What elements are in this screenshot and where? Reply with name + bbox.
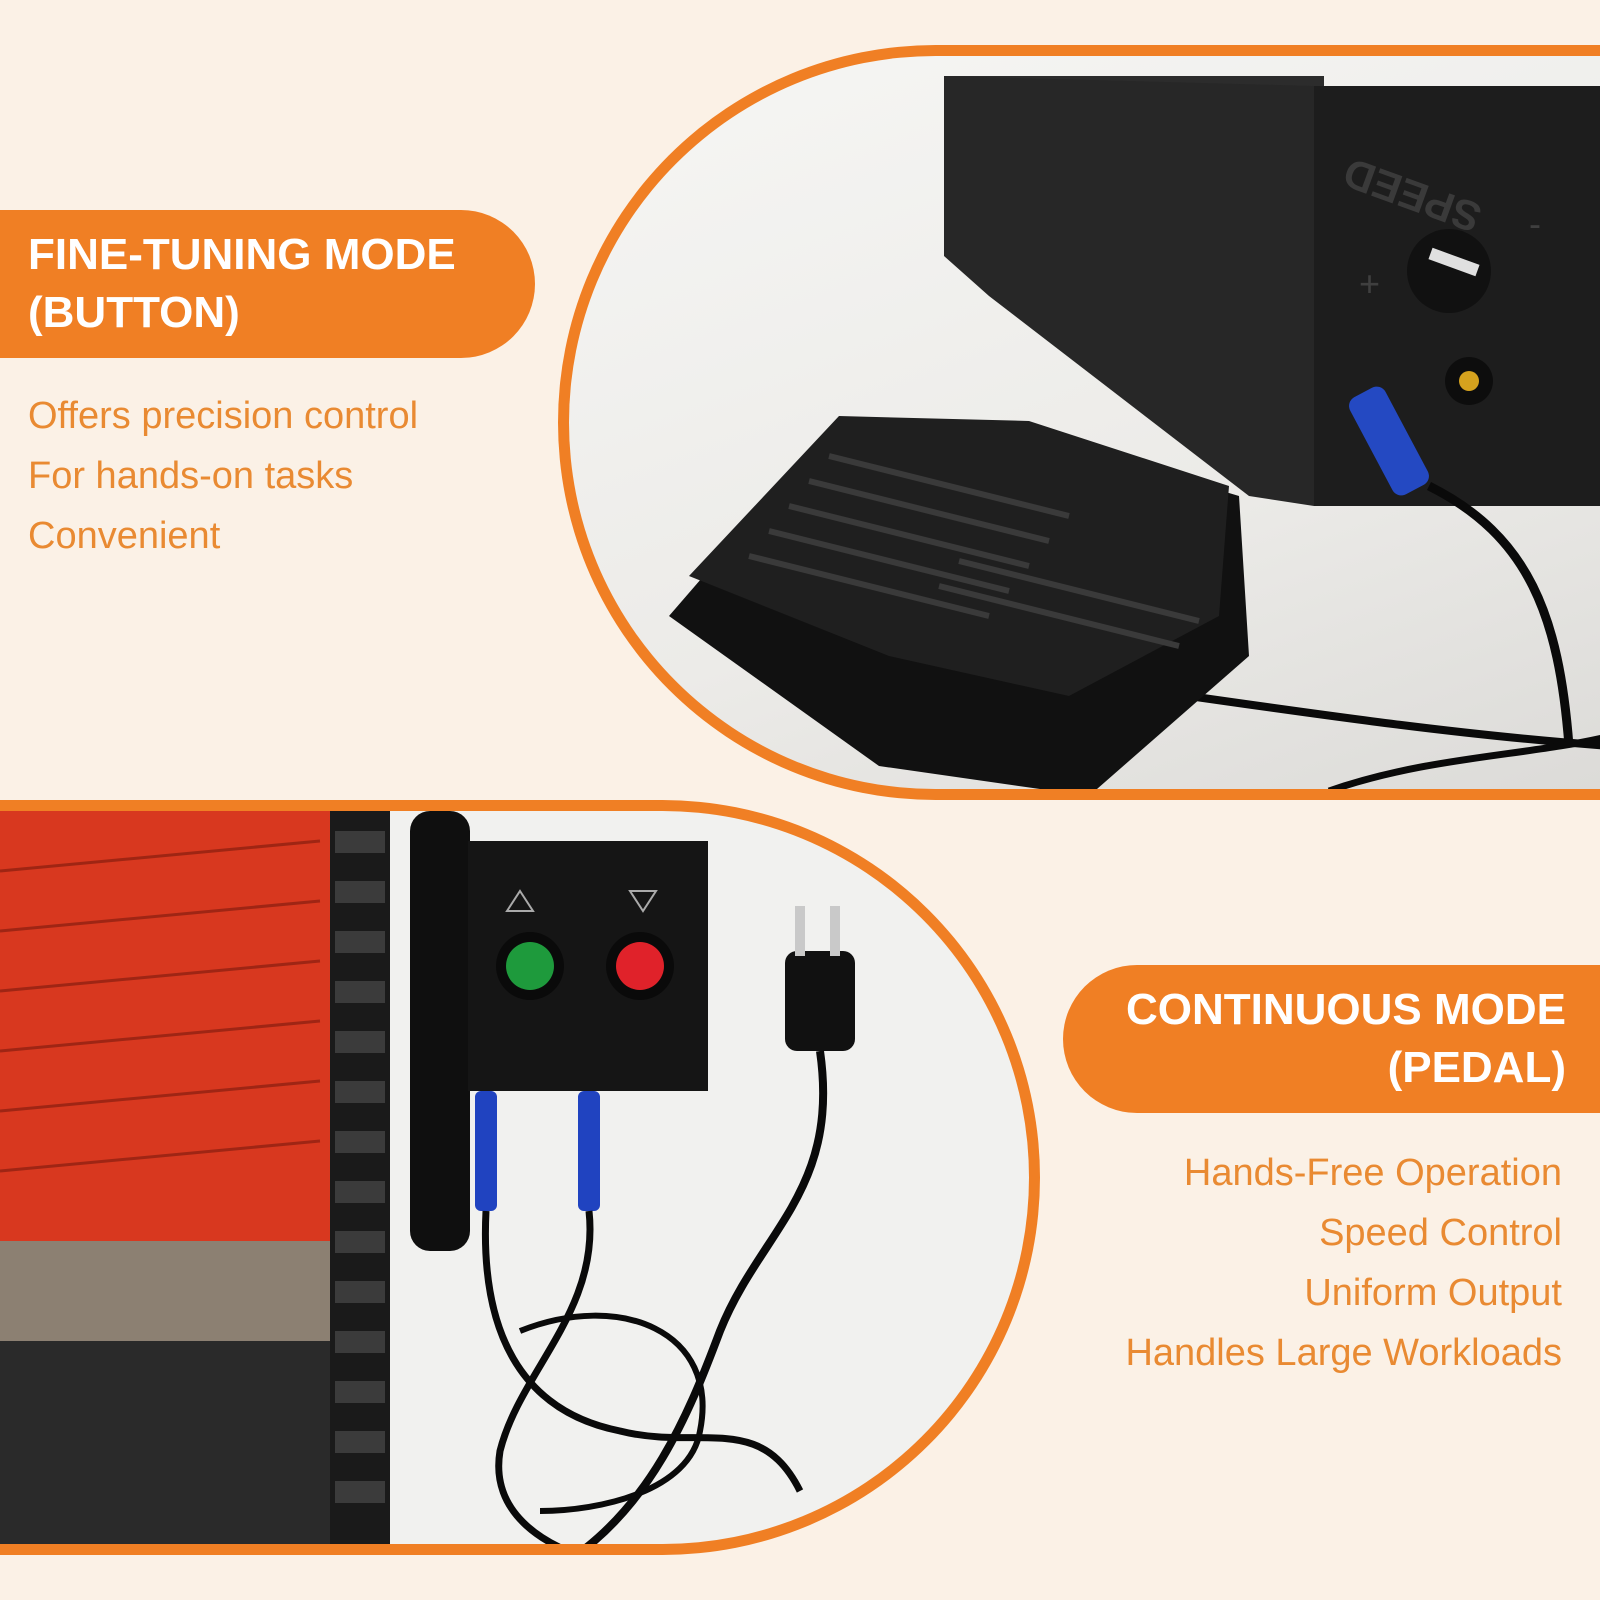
pedal-cable-2 <box>1188 692 1600 750</box>
blue-plug-left-icon <box>475 1091 497 1211</box>
continuous-subtitle: (PEDAL) <box>1387 1043 1566 1092</box>
side-plate <box>410 811 470 1251</box>
pedal-photo-panel: SPEED + - <box>558 45 1600 800</box>
knob-indicator <box>1428 247 1480 277</box>
down-arrow-icon <box>628 890 658 913</box>
pedal-photo: SPEED + - <box>669 76 1600 789</box>
lower-drum <box>0 1341 330 1544</box>
feature-item: Uniform Output <box>1304 1272 1562 1314</box>
button-cable-3 <box>518 1312 706 1514</box>
plug-prong-right <box>830 906 840 956</box>
continuous-features: Hands-Free Operation Speed Control Unifo… <box>1125 1143 1562 1383</box>
feature-item: Convenient <box>28 515 221 557</box>
button-cable-1 <box>481 1210 804 1493</box>
pedal-cable <box>1426 481 1574 747</box>
fine-tuning-title: FINE-TUNING MODE <box>28 230 456 279</box>
feature-item: Speed Control <box>1319 1212 1562 1254</box>
fiber-band <box>0 1241 330 1341</box>
blue-plug-right-icon <box>578 1091 600 1211</box>
continuous-mode-badge: CONTINUOUS MODE (PEDAL) <box>1063 965 1600 1113</box>
button-photo <box>0 811 855 1544</box>
fine-tuning-mode-badge: FINE-TUNING MODE (BUTTON) <box>0 210 535 358</box>
continuous-title: CONTINUOUS MODE <box>1126 985 1566 1034</box>
feature-item: Handles Large Workloads <box>1125 1332 1562 1374</box>
pedal-cable-3 <box>1327 734 1600 789</box>
drum-texture <box>0 839 321 1173</box>
up-arrow-icon <box>505 889 535 912</box>
feature-item: Offers precision control <box>28 395 419 437</box>
pedal-ridges <box>748 453 1200 649</box>
plus-label: + <box>1359 263 1380 304</box>
gear-teeth <box>335 831 385 1503</box>
control-box-side <box>944 76 1314 506</box>
button-cable-2 <box>495 1210 594 1544</box>
fine-tuning-features: Offers precision control For hands-on ta… <box>28 386 418 566</box>
feature-item: Hands-Free Operation <box>1183 1152 1562 1194</box>
plug-prong-left <box>795 906 805 956</box>
fine-tuning-subtitle: (BUTTON) <box>28 288 240 337</box>
blue-plug-icon <box>1349 386 1429 496</box>
power-cable <box>584 1050 828 1544</box>
button-photo-panel <box>0 800 1040 1555</box>
jack-ring <box>1459 371 1479 391</box>
feature-item: For hands-on tasks <box>28 455 354 497</box>
red-button-icon <box>616 942 664 990</box>
speed-knob-icon <box>1407 229 1491 313</box>
power-plug-icon <box>785 951 855 1051</box>
minus-label: - <box>1529 203 1541 244</box>
green-button-icon <box>506 942 554 990</box>
